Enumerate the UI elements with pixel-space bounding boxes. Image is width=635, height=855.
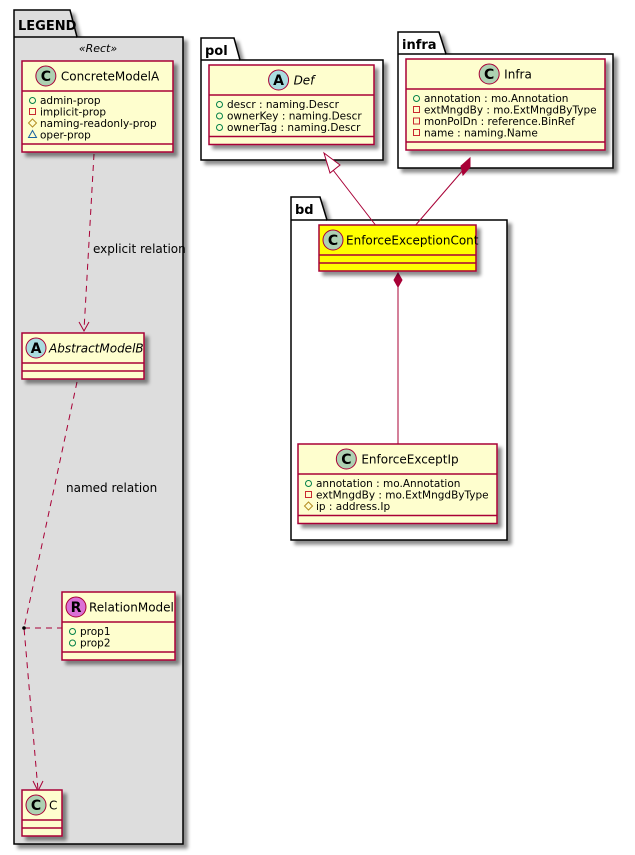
attribute-text: ip : address.Ip (316, 501, 390, 513)
attribute-text: name : naming.Name (424, 128, 538, 140)
visibility-public-icon (29, 97, 36, 104)
svg-text:A: A (31, 341, 42, 357)
visibility-package-icon (27, 129, 38, 138)
edge-composition-ip (393, 271, 403, 444)
stereotype-C-icon: C (322, 229, 344, 251)
attribute-text: extMngdBy : mo.ExtMngdByType (424, 105, 597, 117)
class-name: EnforceExceptionCont (346, 234, 479, 248)
class-attribute: admin-prop (29, 95, 101, 107)
visibility-public-icon (69, 628, 76, 635)
visibility-private-icon (413, 129, 420, 136)
class-attribute: naming-readonly-prop (27, 118, 157, 130)
class-attribute: ip : address.Ip (303, 501, 390, 513)
package-stereotype: «Rect» (79, 42, 118, 55)
class-attribute: monPolDn : reference.BinRef (413, 116, 575, 128)
attribute-text: naming-readonly-prop (40, 118, 157, 130)
svg-text:A: A (273, 73, 284, 89)
stereotype-C-icon: C (335, 448, 357, 470)
visibility-public-icon (413, 95, 420, 102)
attribute-text: oper-prop (40, 130, 91, 142)
stereotype-C-icon: C (25, 794, 47, 816)
class-attribute: descr : naming.Descr (216, 99, 340, 111)
attribute-text: admin-prop (40, 95, 101, 107)
class-name: AbstractModelB (48, 342, 144, 356)
visibility-public-icon (69, 639, 76, 647)
attribute-text: annotation : mo.Annotation (424, 93, 568, 105)
edge-explicit-relation (78, 153, 95, 333)
package-label: bd (295, 203, 314, 218)
svg-text:R: R (71, 600, 82, 616)
class-attribute: prop2 (69, 638, 111, 650)
stereotype-R-icon: R (65, 596, 87, 618)
edge-label-named-relation: named relation (66, 481, 157, 495)
class-attribute: ownerKey : naming.Descr (216, 111, 362, 123)
class-name: EnforceExceptIp (361, 453, 458, 467)
class-attribute: implicit-prop (29, 107, 106, 119)
visibility-private-icon (413, 117, 420, 125)
attribute-text: ownerKey : naming.Descr (227, 111, 362, 123)
class-enforceexceptioncont[interactable]: EnforceExceptionCont C (318, 224, 479, 272)
visibility-private-icon (29, 108, 36, 115)
class-attribute: name : naming.Name (413, 128, 538, 140)
attribute-text: monPolDn : reference.BinRef (424, 116, 575, 128)
attribute-text: prop2 (80, 638, 111, 650)
visibility-private-icon (413, 106, 420, 113)
classes-layer: ConcreteModelACadmin-propimplicit-propna… (21, 58, 606, 837)
stereotype-A-icon: A (25, 337, 47, 359)
class-attribute: oper-prop (27, 129, 91, 142)
package-label: pol (205, 44, 228, 59)
class-box (297, 443, 498, 525)
class-concretemodela[interactable]: ConcreteModelA Cadmin-propimplicit-propna… (21, 60, 174, 153)
class-name: Infra (504, 68, 532, 82)
attribute-text: extMngdBy : mo.ExtMngdByType (316, 490, 489, 502)
stereotype-A-icon: A (268, 69, 290, 91)
visibility-public-icon (216, 112, 223, 120)
class-attribute: extMngdBy : mo.ExtMngdByType (413, 105, 597, 117)
visibility-public-icon (216, 124, 223, 131)
class-attribute: extMngdBy : mo.ExtMngdByType (305, 490, 489, 502)
class-box (318, 224, 477, 272)
class-name: C (49, 799, 57, 813)
attribute-text: prop1 (80, 626, 111, 638)
class-attribute: annotation : mo.Annotation (305, 478, 460, 490)
svg-text:C: C (328, 233, 338, 249)
package-label: LEGEND (18, 19, 77, 34)
visibility-public-icon (305, 480, 312, 487)
stereotype-C-icon: C (35, 65, 57, 87)
class-attribute: ownerTag : naming.Descr (216, 122, 361, 134)
class-name: Def (294, 74, 317, 88)
edge-composition-infra (413, 156, 471, 228)
package-label: infra (402, 38, 437, 53)
class-attribute: prop1 (69, 626, 111, 638)
attribute-text: descr : naming.Descr (227, 99, 340, 111)
class-box (208, 64, 375, 146)
class-c[interactable]: CC (21, 789, 63, 837)
class-attribute: annotation : mo.Annotation (413, 93, 568, 105)
visibility-protected-icon (27, 118, 38, 128)
edge-generalization (323, 151, 378, 228)
class-name: RelationModel (89, 601, 174, 615)
class-box (405, 58, 606, 151)
visibility-private-icon (305, 491, 312, 498)
association-point (22, 626, 26, 630)
class-abstractmodelb[interactable]: AbstractModelB A (21, 332, 145, 380)
svg-text:C: C (484, 67, 494, 83)
visibility-public-icon (216, 101, 223, 108)
attribute-text: implicit-prop (40, 107, 106, 119)
attribute-text: ownerTag : naming.Descr (227, 122, 361, 134)
svg-text:C: C (41, 69, 51, 85)
visibility-protected-icon (303, 501, 314, 511)
svg-text:C: C (31, 798, 41, 814)
stereotype-C-icon: C (478, 63, 500, 85)
edge-label-explicit-relation: explicit relation (93, 242, 186, 256)
class-name: ConcreteModelA (61, 70, 160, 84)
svg-text:C: C (341, 452, 351, 468)
attribute-text: annotation : mo.Annotation (316, 478, 460, 490)
